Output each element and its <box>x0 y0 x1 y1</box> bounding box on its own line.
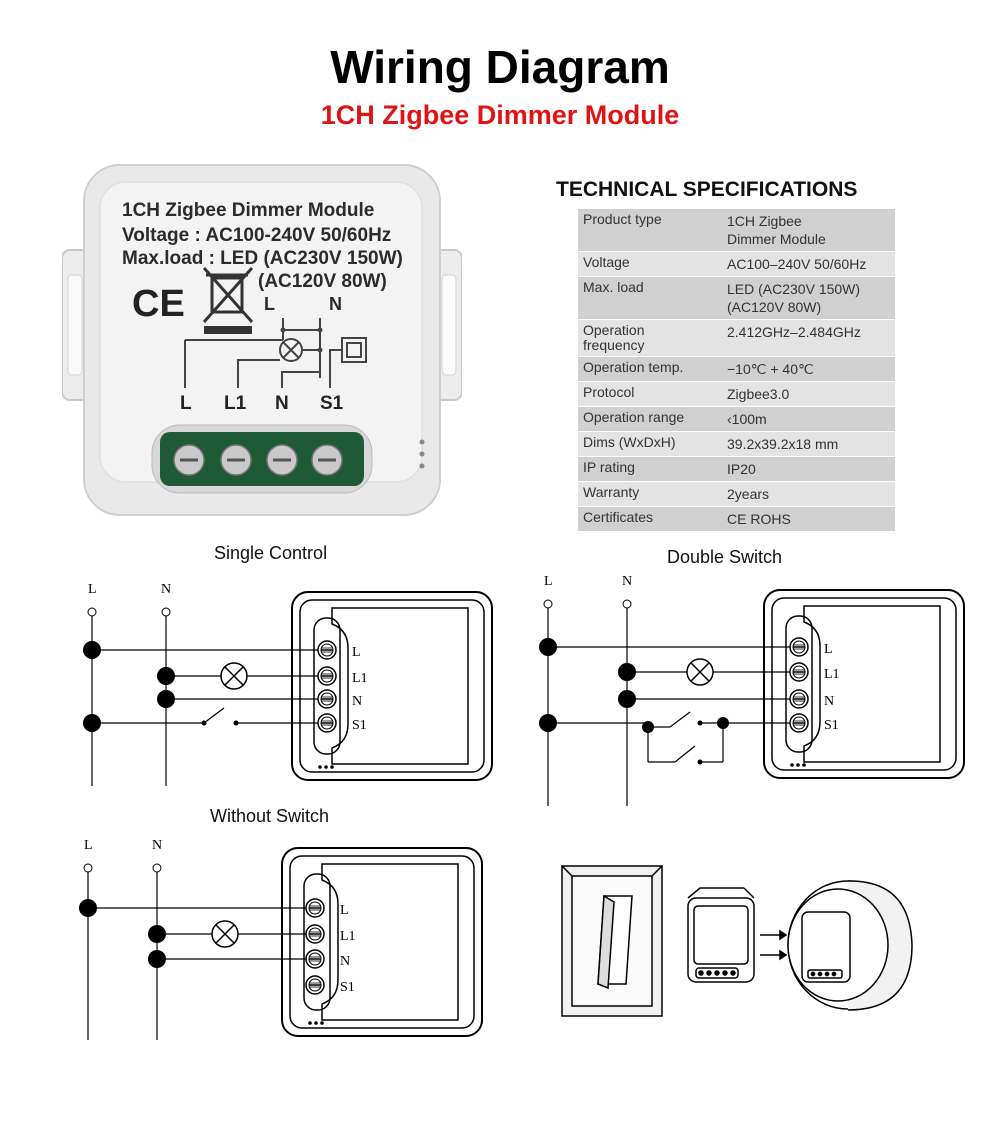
single-terminal-s1: S1 <box>352 718 367 733</box>
spec-row: Protocol Zigbee3.0 <box>578 382 895 407</box>
spec-row: Warranty 2years <box>578 482 895 507</box>
spec-value: IP20 <box>727 461 756 477</box>
spec-key: Operation range <box>583 409 685 425</box>
spec-value: CE ROHS <box>727 511 791 527</box>
single-n-label: N <box>161 582 171 597</box>
double-terminal-s1: S1 <box>824 718 839 733</box>
without-terminal-l: L <box>340 903 349 918</box>
double-terminal-n: N <box>824 694 834 709</box>
wiring-diagrams: L N L L1 N S1 L N L L1 N S1 L N L L1 N S… <box>79 574 965 1040</box>
module-label-voltage: Voltage : AC100-240V 50/60Hz <box>122 225 392 246</box>
without-terminal-l1: L1 <box>340 929 356 944</box>
spec-value: ‹100m <box>727 411 767 427</box>
installation-illustration <box>561 865 913 1017</box>
without-n-label: N <box>152 838 162 853</box>
spec-row: Product type 1CH Zigbee Dimmer Module <box>578 209 895 252</box>
spec-heading: TECHNICAL SPECIFICATIONS <box>556 178 858 201</box>
spec-key: Warranty <box>583 484 640 500</box>
single-l-label: L <box>88 582 97 597</box>
without-terminal-s1: S1 <box>340 980 355 995</box>
spec-value: 39.2x39.2x18 mm <box>727 436 839 452</box>
double-switch-title: Double Switch <box>667 547 783 567</box>
spec-key: Voltage <box>583 254 630 270</box>
module-label-maxload-120: (AC120V 80W) <box>258 271 387 292</box>
spec-row: Operation frequency 2.412GHz–2.484GHz <box>578 320 895 357</box>
spec-value: Zigbee3.0 <box>727 386 790 402</box>
without-switch-title: Without Switch <box>210 806 330 826</box>
module-terminal-l1: L1 <box>224 393 247 414</box>
spec-value: LED (AC230V 150W) (AC120V 80W) <box>727 281 861 315</box>
spec-value: AC100–240V 50/60Hz <box>727 256 867 272</box>
ce-mark: CE <box>132 283 185 325</box>
module-terminal-l: L <box>180 393 192 414</box>
spec-value: 2years <box>727 486 770 502</box>
without-switch-diagram <box>79 847 483 1040</box>
module-photo <box>62 164 462 516</box>
module-label-name: 1CH Zigbee Dimmer Module <box>122 200 375 221</box>
double-n-label: N <box>622 574 632 589</box>
single-terminal-n: N <box>352 694 362 709</box>
spec-value: 2.412GHz–2.484GHz <box>727 324 861 340</box>
module-terminal-s1: S1 <box>320 393 344 414</box>
spec-row: Dims (WxDxH) 39.2x39.2x18 mm <box>578 432 895 457</box>
single-control-title: Single Control <box>214 543 328 563</box>
spec-row: Max. load LED (AC230V 150W) (AC120V 80W) <box>578 277 895 320</box>
spec-row: Voltage AC100–240V 50/60Hz <box>578 252 895 277</box>
double-terminal-l: L <box>824 642 833 657</box>
double-terminal-l1: L1 <box>824 667 840 682</box>
page-subtitle: 1CH Zigbee Dimmer Module <box>320 100 680 130</box>
without-l-label: L <box>84 838 93 853</box>
spec-key: Certificates <box>583 509 654 525</box>
spec-value: 1CH Zigbee Dimmer Module <box>727 213 826 247</box>
module-wire-n: N <box>329 294 342 314</box>
single-control-diagram <box>83 591 493 786</box>
spec-key: Protocol <box>583 384 635 400</box>
single-terminal-l1: L1 <box>352 671 368 686</box>
module-wire-l: L <box>264 294 275 314</box>
module-label-maxload: Max.load : LED (AC230V 150W) <box>122 248 403 269</box>
spec-value: −10℃ + 40℃ <box>727 361 814 377</box>
spec-row: IP rating IP20 <box>578 457 895 482</box>
spec-row: Operation temp. −10℃ + 40℃ <box>578 357 895 382</box>
double-l-label: L <box>544 574 553 589</box>
single-terminal-l: L <box>352 645 361 660</box>
spec-key: Dims (WxDxH) <box>583 434 676 450</box>
spec-row: Certificates CE ROHS <box>578 507 895 532</box>
spec-key: Product type <box>583 211 662 227</box>
spec-row: Operation range ‹100m <box>578 407 895 432</box>
double-switch-diagram <box>539 589 965 806</box>
spec-key: IP rating <box>583 459 635 475</box>
spec-key: Operation frequency <box>583 322 645 353</box>
spec-key: Max. load <box>583 279 644 295</box>
page-title: Wiring Diagram <box>330 41 670 93</box>
without-terminal-n: N <box>340 954 350 969</box>
module-terminal-n: N <box>275 393 289 414</box>
spec-key: Operation temp. <box>583 359 684 375</box>
